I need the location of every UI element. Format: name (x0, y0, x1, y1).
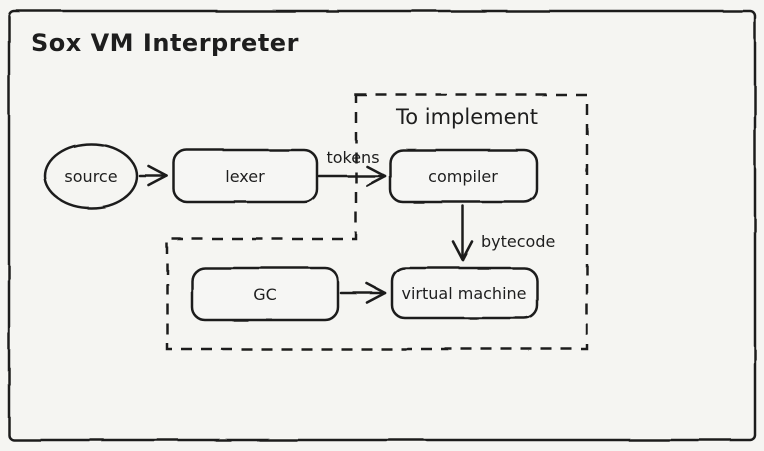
compiler-label: compiler (428, 167, 498, 186)
outer-frame (7, 9, 757, 442)
compiler-box (388, 148, 539, 204)
gc-label: GC (253, 285, 277, 304)
virtual-machine-box (390, 266, 539, 320)
virtual-machine-label: virtual machine (402, 284, 527, 303)
source-ellipse (43, 142, 139, 210)
to-implement-group-outline (165, 93, 589, 351)
gc-box (190, 266, 340, 322)
tokens-edge-label: tokens (326, 148, 379, 167)
source-label: source (64, 167, 117, 186)
lexer-box (172, 148, 319, 204)
bytecode-edge-label: bytecode (481, 232, 555, 251)
lexer-label: lexer (225, 167, 265, 186)
to-implement-label: To implement (395, 105, 538, 129)
diagram-title: Sox VM Interpreter (31, 29, 299, 57)
